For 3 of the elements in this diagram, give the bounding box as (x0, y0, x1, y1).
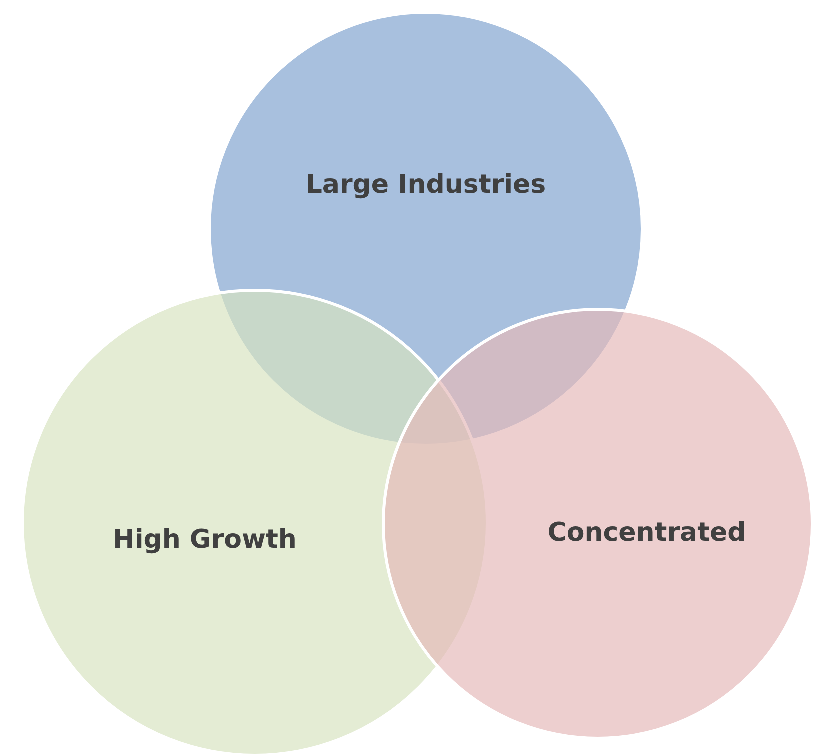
circle-label: High Growth (113, 525, 297, 555)
circle-label: Concentrated (548, 518, 746, 548)
circle-label: Large Industries (306, 170, 546, 200)
